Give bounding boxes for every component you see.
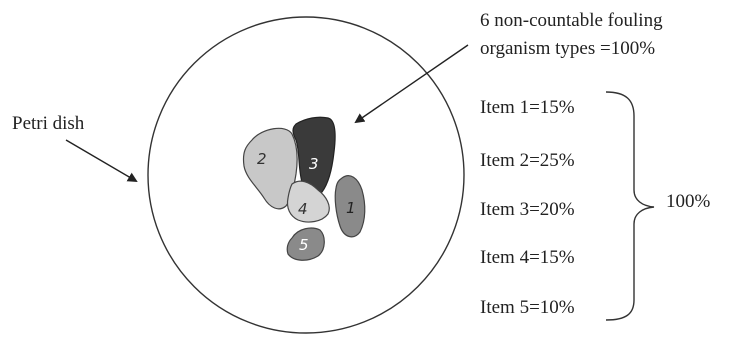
petri-dish-arrow: [66, 140, 136, 181]
header-arrow: [356, 45, 468, 122]
blob-number-2: 2: [257, 150, 267, 168]
item-label-1: Item 1=15%: [480, 97, 575, 119]
item-label-5: Item 5=10%: [480, 297, 575, 319]
header-text-line2: organism types =100%: [480, 38, 655, 60]
blob-number-4: 4: [298, 200, 308, 218]
petri-dish-label: Petri dish: [12, 113, 84, 135]
blob-number-1: 1: [346, 199, 356, 217]
curly-brace: [606, 92, 654, 320]
item-label-3: Item 3=20%: [480, 199, 575, 221]
item-label-4: Item 4=15%: [480, 247, 575, 269]
total-label: 100%: [666, 191, 710, 213]
blob-number-3: 3: [309, 155, 319, 173]
blob-number-5: 5: [299, 236, 309, 254]
item-label-2: Item 2=25%: [480, 150, 575, 172]
header-text-line1: 6 non-countable fouling: [480, 10, 663, 32]
